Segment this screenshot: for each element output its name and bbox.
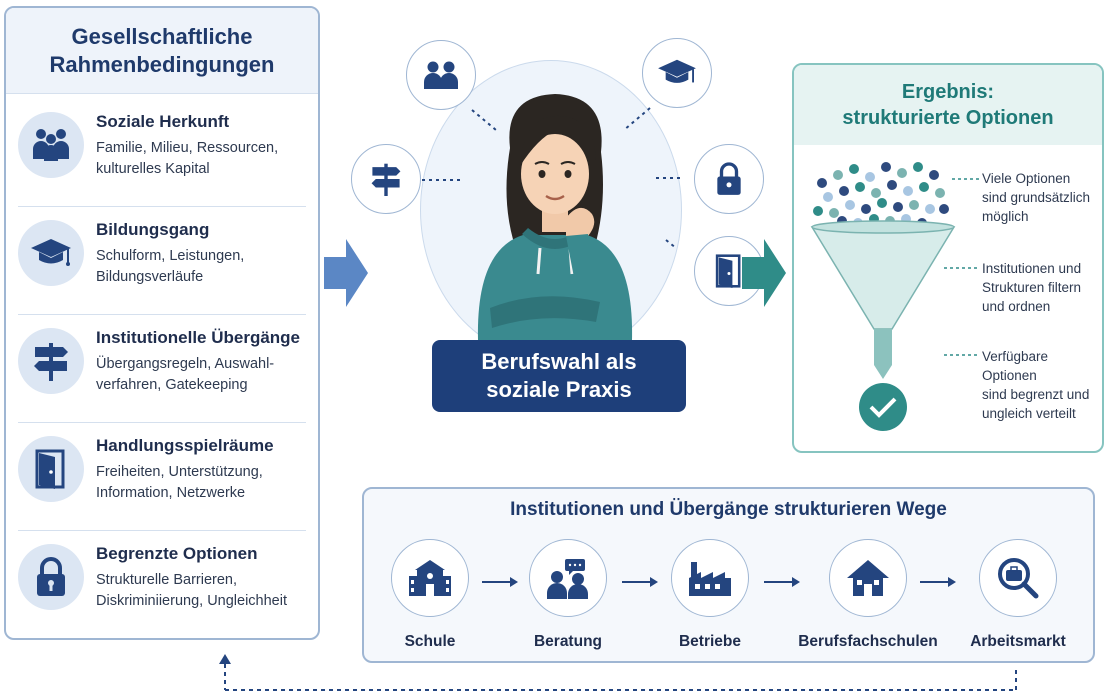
annotation-filter: Institutionen und Strukturen filtern und… [982, 259, 1081, 316]
graduation-cap-icon [642, 38, 712, 108]
family-icon [18, 112, 84, 178]
funnel-illustration [810, 162, 956, 431]
factor-desc-line2: Bildungsverläufe [96, 269, 204, 285]
divider [18, 530, 306, 531]
graduation-cap-icon [18, 220, 84, 286]
result-title-line1: Ergebnis: [901, 81, 995, 103]
institution-label: Betriebe [678, 633, 742, 650]
factor-limited-options: Begrenzte Optionen Strukturelle Barriere… [6, 530, 318, 638]
framework-conditions-title: Gesellschaftliche Rahmenbedingungen [6, 8, 318, 94]
factor-desc-line2: Information, Netzwerke [96, 485, 246, 501]
career-choice-label-line1: Berufswahl als [481, 349, 637, 374]
factor-title: Soziale Herkunft [96, 112, 230, 131]
institution-label: Berufsfachschulen [798, 633, 938, 650]
annotation-limited: Verfügbare Optionen sind begrenzt und un… [982, 347, 1102, 423]
step-arrow [622, 577, 658, 587]
lock-icon [694, 144, 764, 214]
factor-desc-line1: Übergangsregeln, Auswahl- [96, 356, 275, 372]
counseling-icon [529, 539, 607, 617]
divider [18, 314, 306, 315]
flow-arrow-to-result [742, 239, 786, 307]
job-search-icon [979, 539, 1057, 617]
factor-desc-line2: kulturelles Kapital [96, 161, 210, 177]
annotation-line: Verfügbare Optionen [982, 349, 1049, 383]
institution-vocational-schools: Berufsfachschulen [798, 539, 938, 651]
institution-labor-market: Arbeitsmarkt [948, 539, 1088, 651]
framework-conditions-panel: Gesellschaftliche Rahmenbedingungen Sozi… [4, 6, 320, 640]
annotation-line: sind begrenzt und [982, 387, 1090, 402]
result-panel: Ergebnis: strukturierte Optionen Viele O… [792, 63, 1104, 453]
factor-title: Begrenzte Optionen [96, 544, 258, 563]
factor-institutional-transitions: Institutionelle Übergänge Übergangsregel… [6, 314, 318, 422]
divider [18, 206, 306, 207]
factor-title: Handlungsspielräume [96, 436, 274, 455]
annotation-connectors [944, 178, 980, 356]
student-person-illustration [477, 94, 633, 340]
factory-icon [671, 539, 749, 617]
house-icon [829, 539, 907, 617]
annotation-line: sind grundsätzlich [982, 190, 1091, 205]
factor-desc-line2: Diskriminiierung, Ungleichheit [96, 593, 287, 609]
step-arrow [920, 577, 956, 587]
institution-school: Schule [360, 539, 500, 651]
institution-label: Arbeitsmarkt [970, 633, 1066, 650]
factor-desc-line1: Schulform, Leistungen, [96, 248, 245, 264]
factor-desc-line1: Strukturelle Barrieren, [96, 572, 238, 588]
annotation-line: Viele Optionen [982, 171, 1071, 186]
school-icon [391, 539, 469, 617]
institution-label: Beratung [533, 633, 603, 650]
factor-title: Bildungsgang [96, 220, 210, 239]
result-title-line2: strukturierte Optionen [842, 107, 1054, 129]
factor-title: Institutionelle Übergänge [96, 328, 301, 347]
annotation-line: Strukturen filtern [982, 280, 1082, 295]
door-icon [18, 436, 84, 502]
annotation-many-options: Viele Optionen sind grundsätzlich möglic… [982, 169, 1090, 226]
signpost-icon [18, 328, 84, 394]
career-choice-label-line2: soziale Praxis [486, 377, 632, 402]
annotation-line: Institutionen und [982, 261, 1082, 276]
factor-education: Bildungsgang Schulform, Leistungen, Bild… [6, 206, 318, 314]
step-arrow [764, 577, 800, 587]
people-group-icon [406, 40, 476, 110]
factor-scope-of-action: Handlungsspielräume Freiheiten, Unterstü… [6, 422, 318, 530]
divider [18, 422, 306, 423]
annotation-line: und ordnen [982, 299, 1051, 314]
signpost-icon [351, 144, 421, 214]
institutions-title: Institutionen und Übergänge strukturiere… [510, 499, 947, 520]
career-choice-label: Berufswahl als soziale Praxis [432, 340, 686, 412]
factor-desc-line2: verfahren, Gatekeeping [96, 377, 248, 393]
annotation-line: möglich [982, 209, 1029, 224]
institution-counseling: Beratung [498, 539, 638, 651]
institution-label: Schule [404, 633, 456, 650]
institution-companies: Betriebe [640, 539, 780, 651]
feedback-loop-arrow [219, 654, 1017, 691]
step-arrow [482, 577, 518, 587]
flow-arrow-to-center [324, 239, 368, 307]
factor-social-origin: Soziale Herkunft Familie, Milieu, Ressou… [6, 98, 318, 206]
factor-desc-line1: Freiheiten, Unterstützung, [96, 464, 263, 480]
lock-icon [18, 544, 84, 610]
factor-desc-line1: Familie, Milieu, Ressourcen, [96, 140, 279, 156]
connector-lines [422, 107, 680, 249]
annotation-line: ungleich verteilt [982, 406, 1076, 421]
result-title: Ergebnis: strukturierte Optionen [794, 65, 1102, 145]
institutions-panel: Institutionen und Übergänge strukturiere… [362, 487, 1095, 663]
